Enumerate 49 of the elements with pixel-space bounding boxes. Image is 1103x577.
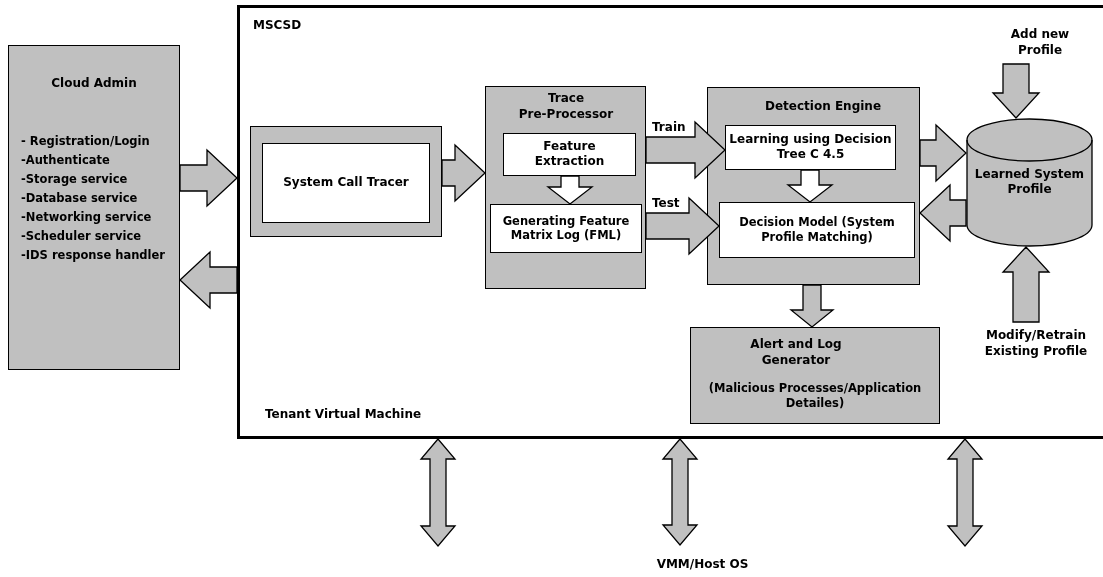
- node-label: Learning using Decision Tree C 4.5: [729, 131, 892, 164]
- container-box: [237, 5, 1103, 439]
- list-item: -IDS response handler: [21, 248, 165, 263]
- node-label: VMM/Host OS: [655, 557, 750, 573]
- block-arrow: [546, 175, 594, 205]
- block-arrow: [1001, 246, 1051, 323]
- node-label: Modify/Retrain Existing Profile: [983, 328, 1089, 360]
- block-arrow: [419, 438, 457, 547]
- list-item: -Networking service: [21, 210, 152, 225]
- block-arrow: [991, 63, 1041, 119]
- list-item: -Scheduler service: [21, 229, 142, 244]
- process-box: [485, 86, 646, 289]
- block-arrow: [946, 438, 984, 547]
- process-box: [725, 125, 896, 170]
- block-arrow: [786, 169, 834, 203]
- list-item: -Authenticate: [21, 153, 110, 168]
- block-arrow: [661, 438, 699, 546]
- process-box: [490, 204, 642, 253]
- node-label: System Call Tracer: [282, 175, 410, 191]
- node-heading: Trace Pre-Processor: [517, 91, 615, 123]
- process-box: [707, 87, 920, 285]
- block-arrow: [179, 148, 238, 208]
- list-item: -Storage service: [21, 172, 128, 187]
- block-arrow: [919, 123, 967, 183]
- node-label: Feature Extraction: [533, 138, 606, 171]
- node-description: (Malicious Processes/Application Detailes): [707, 381, 923, 411]
- process-box: [719, 202, 915, 258]
- node-label: Add new Profile: [1009, 27, 1071, 59]
- container-label: MSCSD: [253, 18, 302, 34]
- node-heading: Detection Engine: [763, 99, 882, 115]
- process-box: [250, 126, 442, 237]
- process-box: [503, 133, 636, 176]
- block-arrow: [179, 250, 238, 310]
- block-arrow: [919, 183, 967, 243]
- process-box: [690, 327, 940, 424]
- node-heading: Alert and Log Generator: [749, 337, 843, 369]
- node-label: Decision Model (System Profile Matching): [738, 215, 896, 245]
- block-arrow: [645, 120, 726, 180]
- node-label: Generating Feature Matrix Log (FML): [501, 213, 631, 244]
- block-arrow: [645, 196, 720, 256]
- list-item: -Database service: [21, 191, 138, 206]
- container-label: Tenant Virtual Machine: [265, 407, 422, 423]
- process-box: [8, 45, 180, 370]
- list-item: - Registration/Login: [21, 134, 150, 149]
- node-heading: Cloud Admin: [50, 76, 138, 92]
- block-arrow: [441, 143, 486, 203]
- block-arrow: [789, 284, 835, 328]
- process-box: [262, 143, 430, 223]
- node-label: Learned System Profile: [973, 166, 1086, 199]
